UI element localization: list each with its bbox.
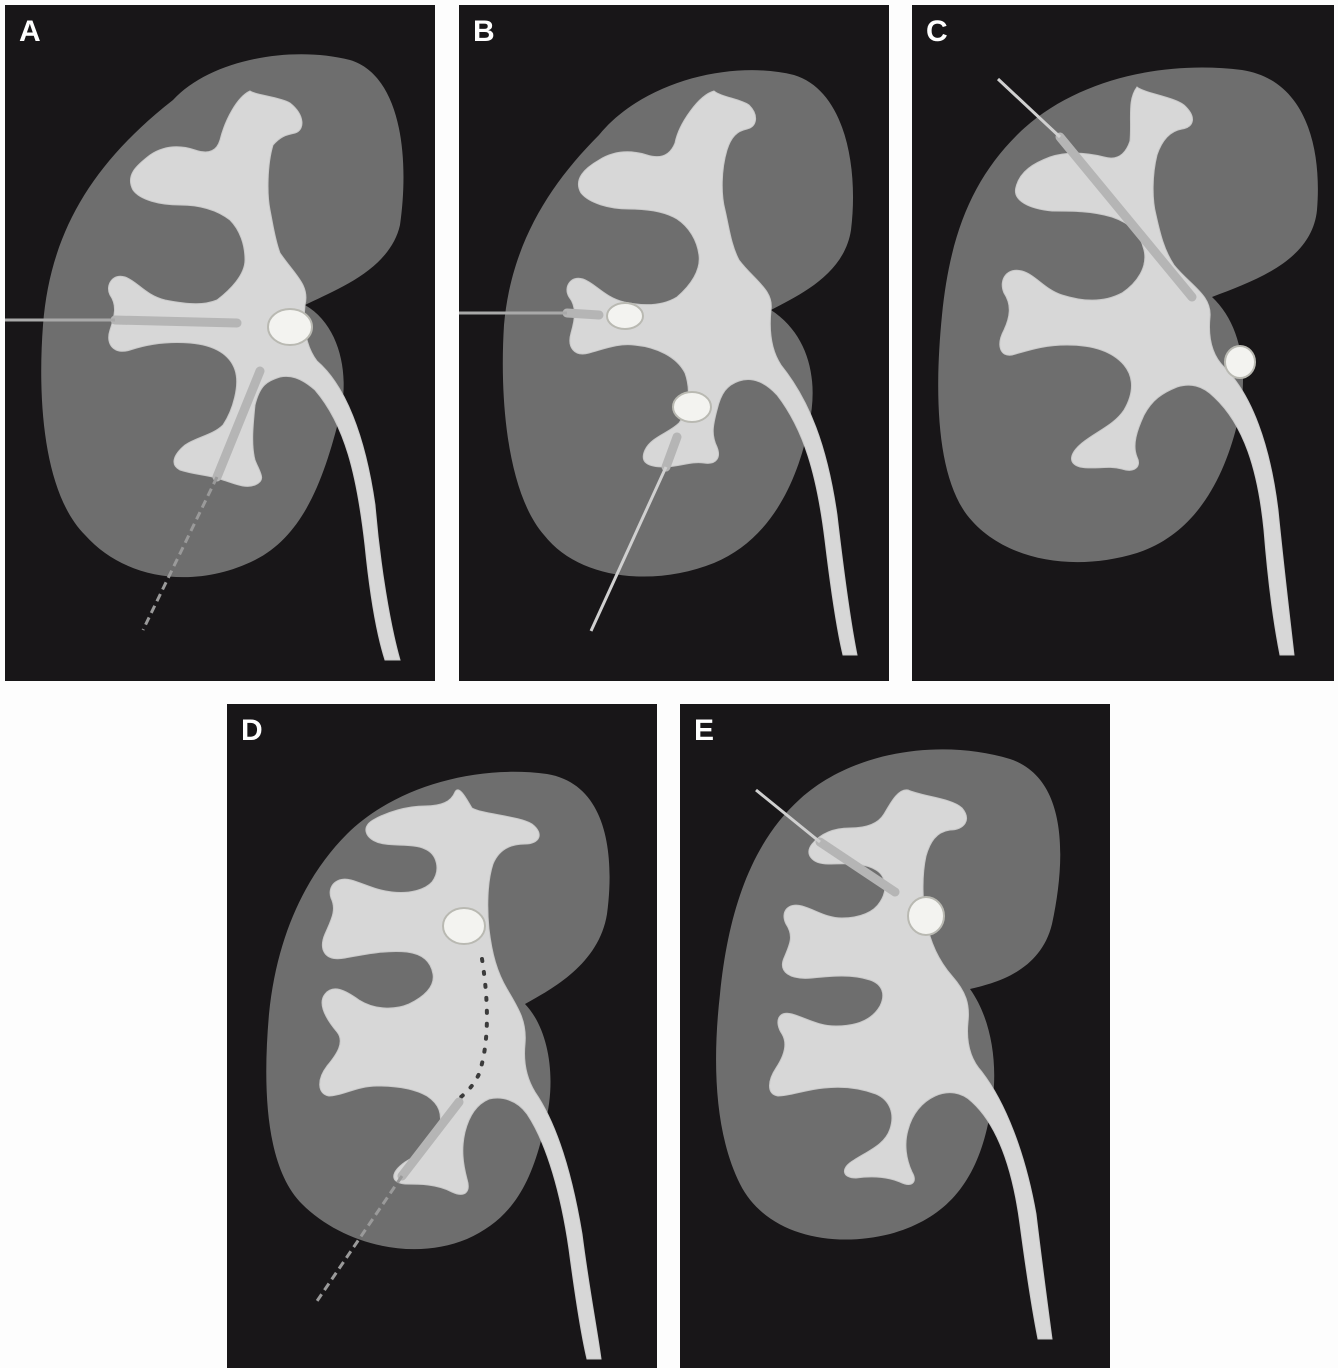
kidney-diagram-c bbox=[912, 5, 1334, 681]
panel-e: E bbox=[680, 704, 1110, 1368]
kidney-stone bbox=[443, 908, 485, 944]
panel-label: B bbox=[473, 17, 495, 47]
panel-a: A bbox=[5, 5, 435, 681]
panel-b: B bbox=[459, 5, 889, 681]
kidney-stone bbox=[908, 897, 944, 935]
panel-label: A bbox=[19, 17, 41, 47]
kidney-diagram-e bbox=[680, 704, 1110, 1368]
sheath-upper bbox=[115, 320, 237, 323]
kidney-stone bbox=[1225, 346, 1255, 378]
kidney-stone-lower bbox=[673, 392, 711, 422]
kidney-stone bbox=[268, 309, 312, 345]
kidney-diagram-d bbox=[227, 704, 657, 1368]
kidney-diagram-b bbox=[459, 5, 889, 681]
panel-d: D bbox=[227, 704, 657, 1368]
kidney-diagram-a bbox=[5, 5, 435, 681]
panel-label: C bbox=[926, 17, 948, 47]
kidney-stone-upper bbox=[607, 303, 643, 329]
panel-c: C bbox=[912, 5, 1334, 681]
panel-label: E bbox=[694, 716, 714, 746]
panel-label: D bbox=[241, 716, 263, 746]
sheath-middle bbox=[567, 313, 599, 315]
